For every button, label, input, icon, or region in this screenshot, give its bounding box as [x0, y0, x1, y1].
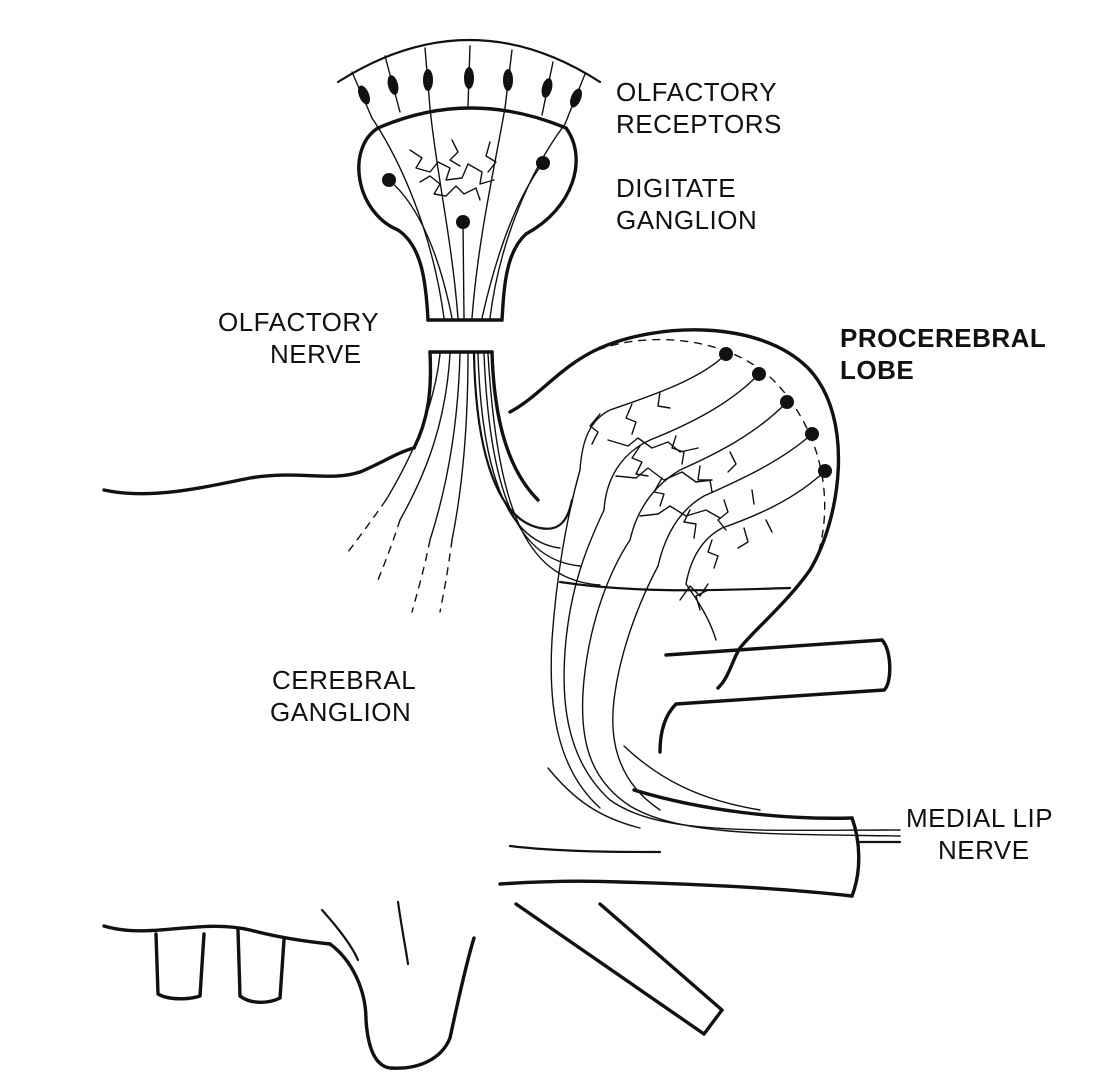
- olfactory-receptor-epithelium: [338, 40, 600, 128]
- receptor-cell: [540, 77, 555, 99]
- label-digitate-ganglion-line2: GANGLION: [616, 204, 757, 236]
- receptor-cell: [503, 69, 513, 91]
- label-medial-lip-nerve: MEDIAL LIP NERVE: [906, 802, 1053, 866]
- receptor-cell: [464, 67, 474, 89]
- label-olfactory-receptors: OLFACTORY RECEPTORS: [616, 76, 782, 140]
- label-olfactory-nerve: OLFACTORY NERVE: [218, 306, 379, 370]
- label-cerebral-ganglion: CEREBRAL GANGLION: [270, 664, 416, 728]
- procerebral-lobe: [510, 330, 838, 688]
- label-medial-lip-nerve-line2: NERVE: [906, 834, 1053, 866]
- label-medial-lip-nerve-line1: MEDIAL LIP: [906, 802, 1053, 834]
- medial-lip-nerve-fibers: [548, 470, 900, 836]
- label-olfactory-receptors-line2: RECEPTORS: [616, 108, 782, 140]
- receptor-cell: [423, 69, 433, 91]
- label-olfactory-nerve-line1: OLFACTORY: [218, 306, 379, 338]
- receptor-cell: [568, 87, 585, 109]
- label-procerebral-lobe-line1: PROCEREBRAL: [840, 322, 1046, 354]
- label-digitate-ganglion: DIGITATE GANGLION: [616, 172, 757, 236]
- label-cerebral-ganglion-line1: CEREBRAL: [270, 664, 416, 696]
- label-digitate-ganglion-line1: DIGITATE: [616, 172, 757, 204]
- cerebral-ganglion-outline: [104, 448, 474, 1068]
- label-olfactory-nerve-line2: NERVE: [218, 338, 379, 370]
- label-procerebral-lobe: PROCEREBRAL LOBE: [840, 322, 1046, 386]
- receptor-cell: [386, 74, 401, 96]
- label-procerebral-lobe-line2: LOBE: [840, 354, 1046, 386]
- nerve-trunks: [500, 640, 900, 1034]
- label-cerebral-ganglion-line2: GANGLION: [270, 696, 416, 728]
- digitate-ganglion: [359, 108, 576, 320]
- olfactory-nerve: [348, 352, 600, 612]
- label-olfactory-receptors-line1: OLFACTORY: [616, 76, 782, 108]
